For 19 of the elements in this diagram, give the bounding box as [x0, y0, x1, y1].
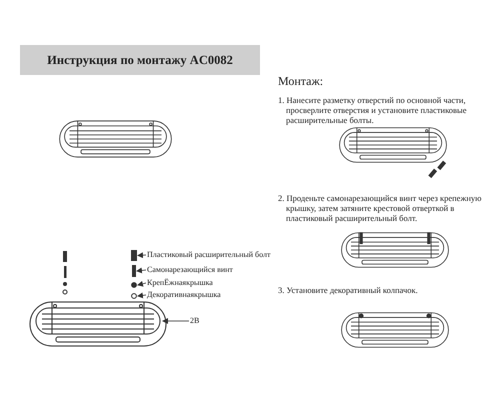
leader-line	[137, 280, 146, 287]
screw-icon	[132, 265, 136, 277]
step-text: 1. Нанесите разметку отверстий по основной части, просверлите отверстия и установите пластиковые расширительные болты.	[278, 95, 468, 125]
callout-label: 2B	[190, 316, 200, 326]
cap-icon	[131, 282, 137, 288]
cap-icon	[131, 293, 137, 299]
step-text: 2. Проденьте самонарезающийся винт через крепежную крышку, затем затяните крестовой отверткой в пластиковый расширительный болт.	[278, 193, 482, 223]
part-label: Декоративнаякрышка	[147, 290, 221, 300]
title-text: Инструкция по монтажу AC0082	[47, 52, 233, 68]
part-label: Самонарезающийся винт	[147, 265, 233, 275]
leader-line	[137, 292, 146, 298]
leader-line	[137, 252, 146, 258]
leader-line	[136, 267, 146, 274]
step-text: 3. Установите декоративный колпачок.	[278, 285, 419, 295]
part-label: Пластиковый расширительный болт	[147, 250, 270, 260]
part-label: КрепЁжнаякрышка	[147, 278, 213, 288]
anchor-bolt-icon	[131, 250, 137, 261]
section-heading: Монтаж:	[278, 76, 324, 86]
leader-line	[162, 318, 190, 324]
